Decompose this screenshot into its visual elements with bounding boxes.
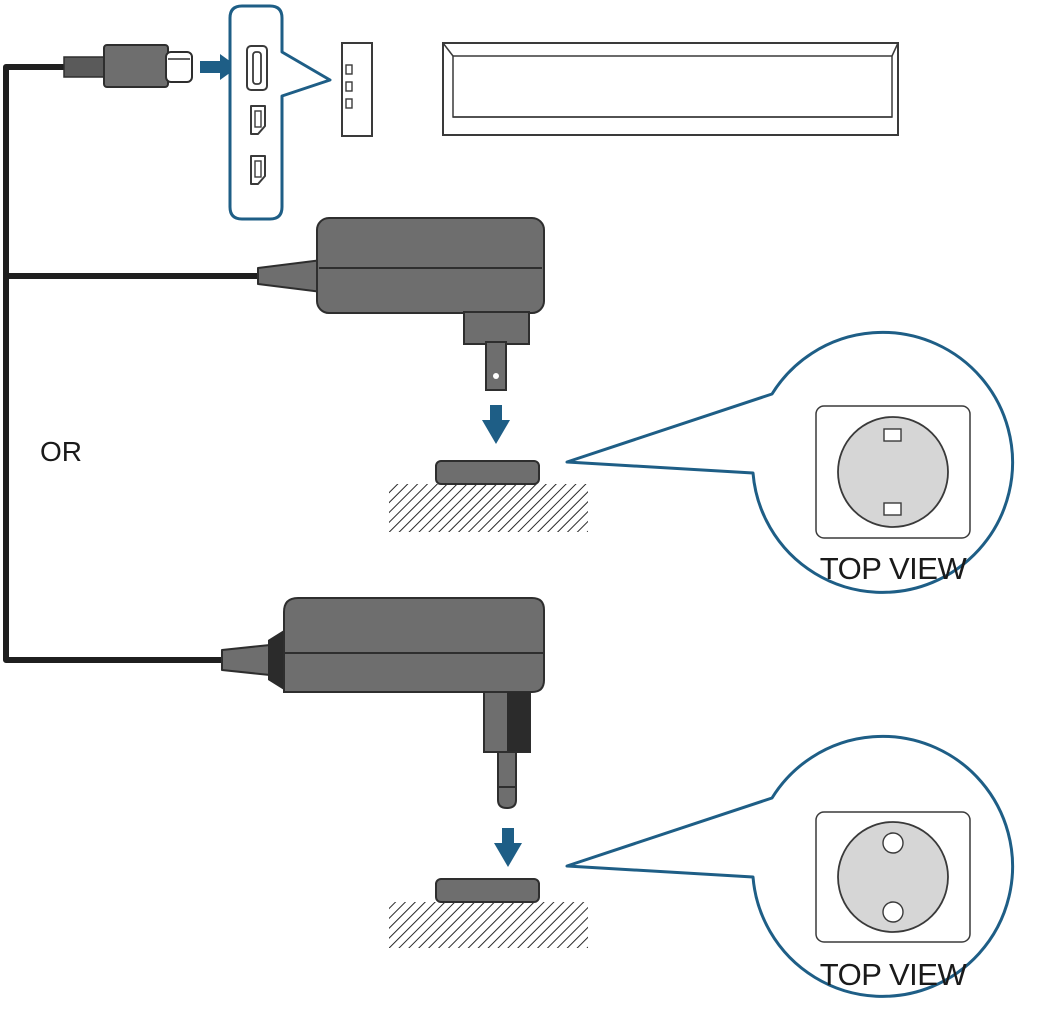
top-view-callout-1: TOP VIEW [565,330,1015,594]
top-view-label-1: TOP VIEW [820,551,968,586]
usb-c-plug-icon [63,44,193,88]
device-front-view [442,42,899,136]
adapter-type-c-icon [221,597,545,810]
device-side-view [341,42,373,137]
wall-socket-1 [389,460,588,532]
or-label: OR [40,436,82,467]
arrow-down-icon [482,405,510,444]
adapter-type-g-icon [257,217,545,391]
wall-socket-2 [389,878,588,948]
power-cable [3,64,258,663]
arrow-down-icon [494,828,522,867]
port-panel-icon [228,4,332,221]
top-view-label-2: TOP VIEW [820,957,968,992]
top-view-callout-2: TOP VIEW [565,734,1015,998]
